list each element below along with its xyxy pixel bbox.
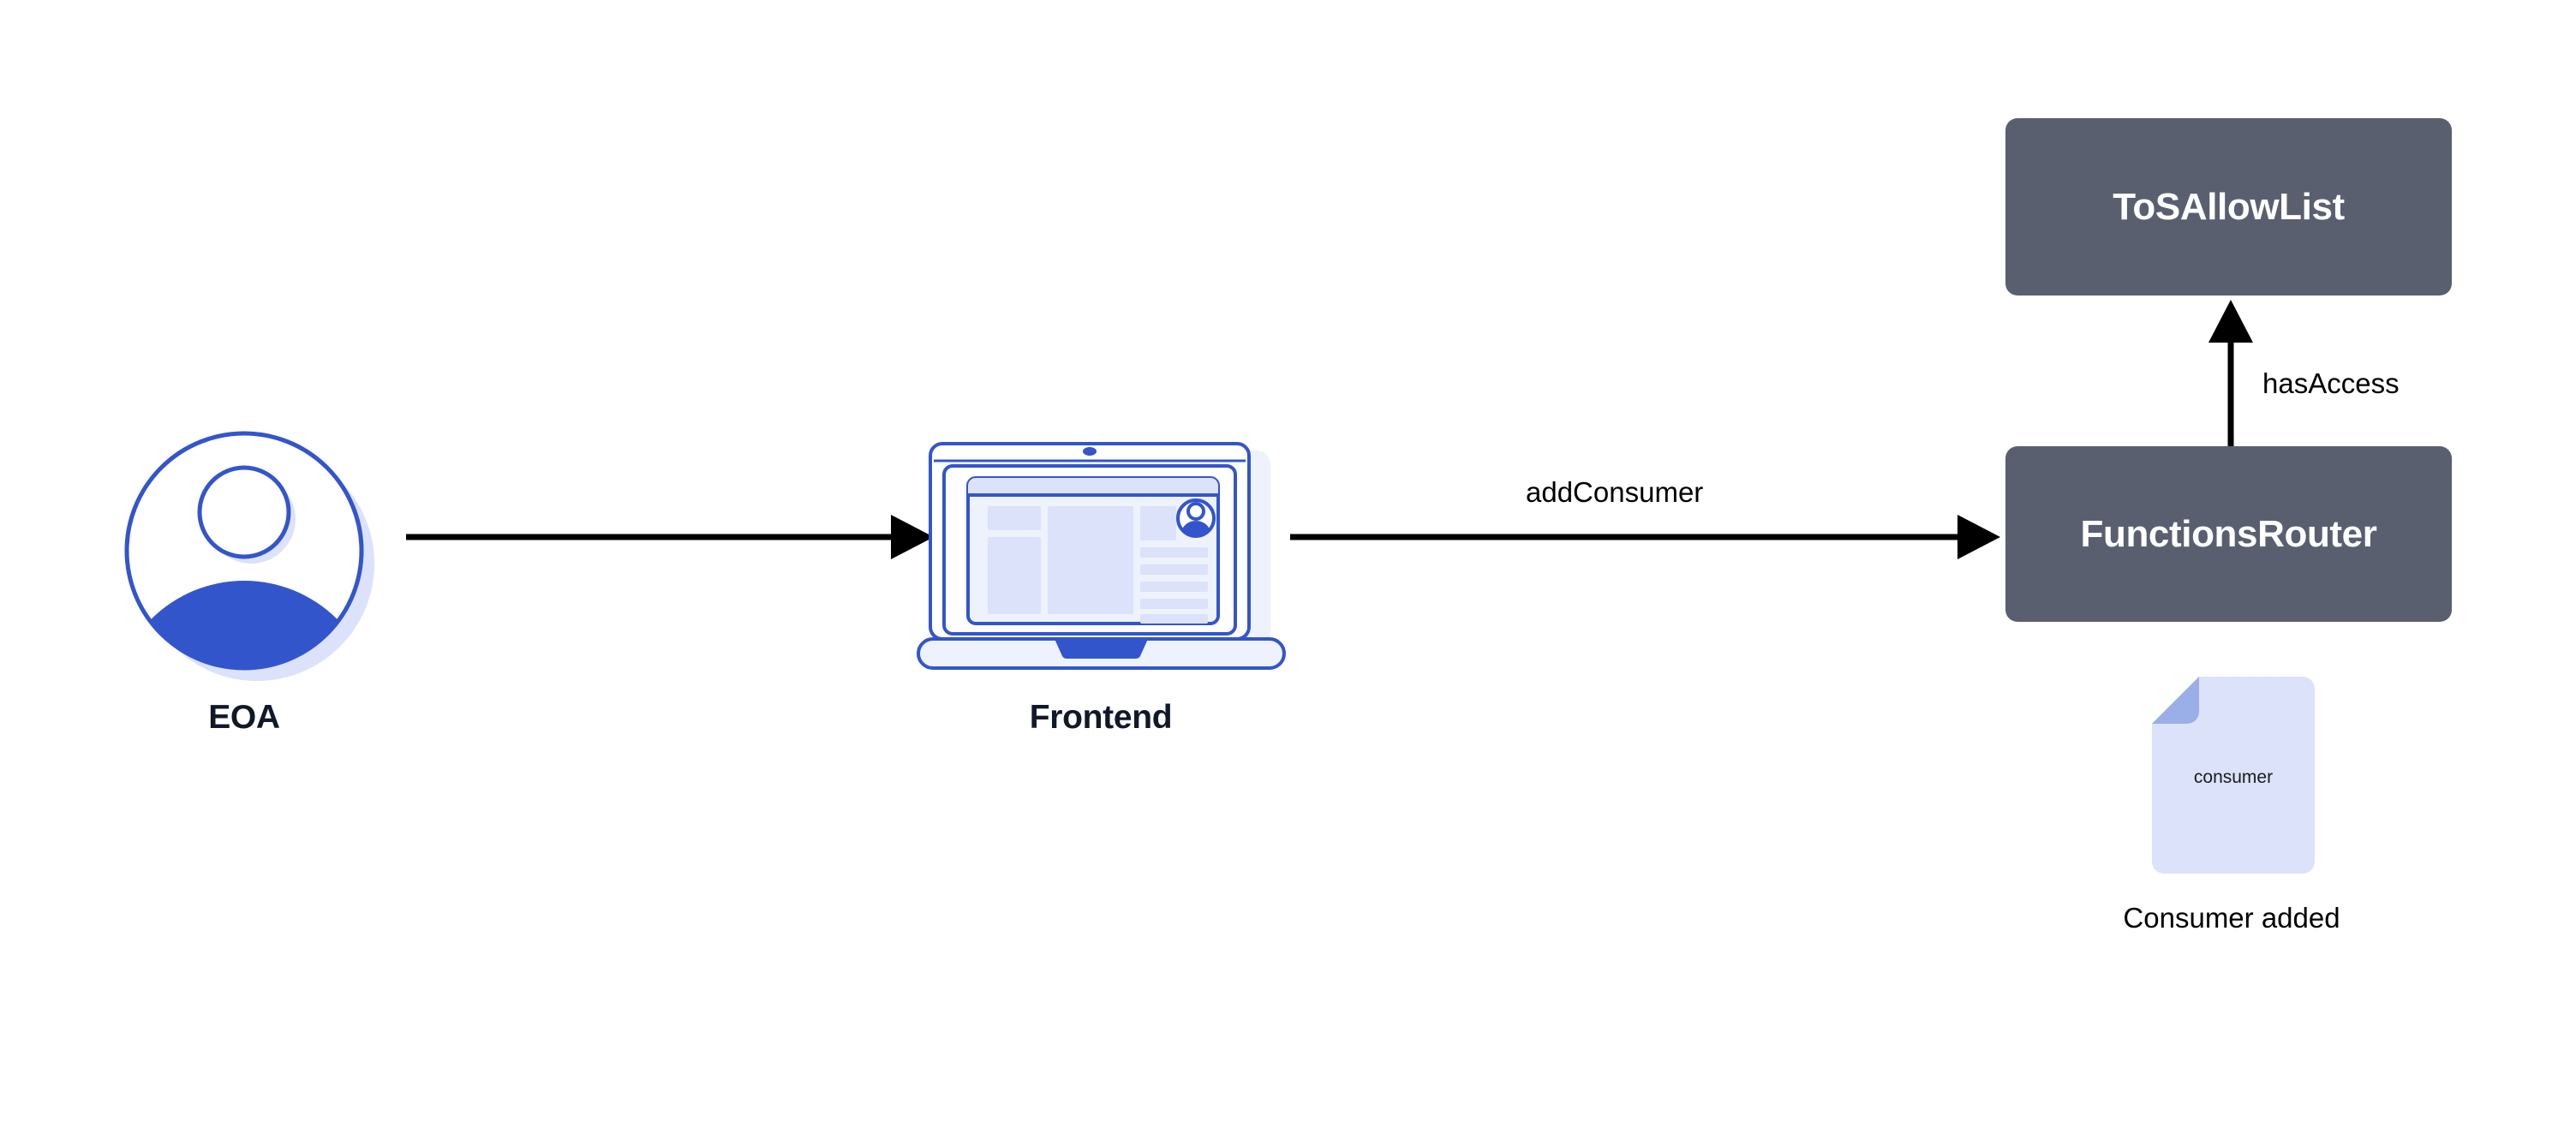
screen-block-center: [1048, 506, 1133, 614]
laptop-icon: [915, 435, 1288, 677]
contract-box-label-functions-router: FunctionsRouter: [2080, 512, 2377, 555]
screen-line-5: [1140, 614, 1208, 624]
screen-avatar-icon: [1176, 498, 1216, 538]
webcam-dot: [1083, 447, 1097, 456]
screen-line-1: [1140, 547, 1208, 558]
document-svg: [2152, 677, 2315, 874]
laptop-svg: [917, 442, 1286, 670]
user-avatar-icon: [120, 427, 377, 683]
avatar-body: [127, 581, 362, 668]
contract-box-label-tos-allowlist: ToSAllowList: [2113, 185, 2345, 228]
caption-consumer-added: Consumer added: [2123, 902, 2340, 934]
laptop-trackpad-notch: [1055, 639, 1148, 659]
screen-line-4: [1140, 599, 1208, 609]
node-caption-eoa: EOA: [208, 699, 280, 736]
document-label: consumer: [2193, 767, 2274, 787]
screen-block-sidebar-main: [988, 537, 1041, 614]
user-avatar-svg: [124, 431, 374, 681]
arrow-eoa-to-frontend: [406, 515, 934, 559]
edge-label-has-access: hasAccess: [2262, 367, 2400, 399]
screen-line-2: [1140, 564, 1208, 575]
contract-box-functions-router[interactable]: FunctionsRouter: [2005, 446, 2452, 622]
edge-label-add-consumer: addConsumer: [1526, 476, 1704, 508]
screen-line-3: [1140, 582, 1208, 592]
document-page: [2152, 677, 2315, 874]
screen-title-bar: [968, 478, 1218, 494]
avatar-head: [197, 465, 291, 559]
arrow-frontend-to-router: [1290, 515, 2000, 559]
document-icon: consumer: [2152, 677, 2315, 874]
contract-box-tos-allowlist[interactable]: ToSAllowList: [2005, 118, 2452, 295]
screen-block-right-card: [1140, 506, 1176, 540]
document-folded-corner: [2152, 677, 2199, 724]
node-caption-frontend: Frontend: [1029, 699, 1173, 736]
arrow-router-to-allowlist: [2208, 300, 2253, 446]
screen-block-sidebar-top: [988, 506, 1041, 530]
